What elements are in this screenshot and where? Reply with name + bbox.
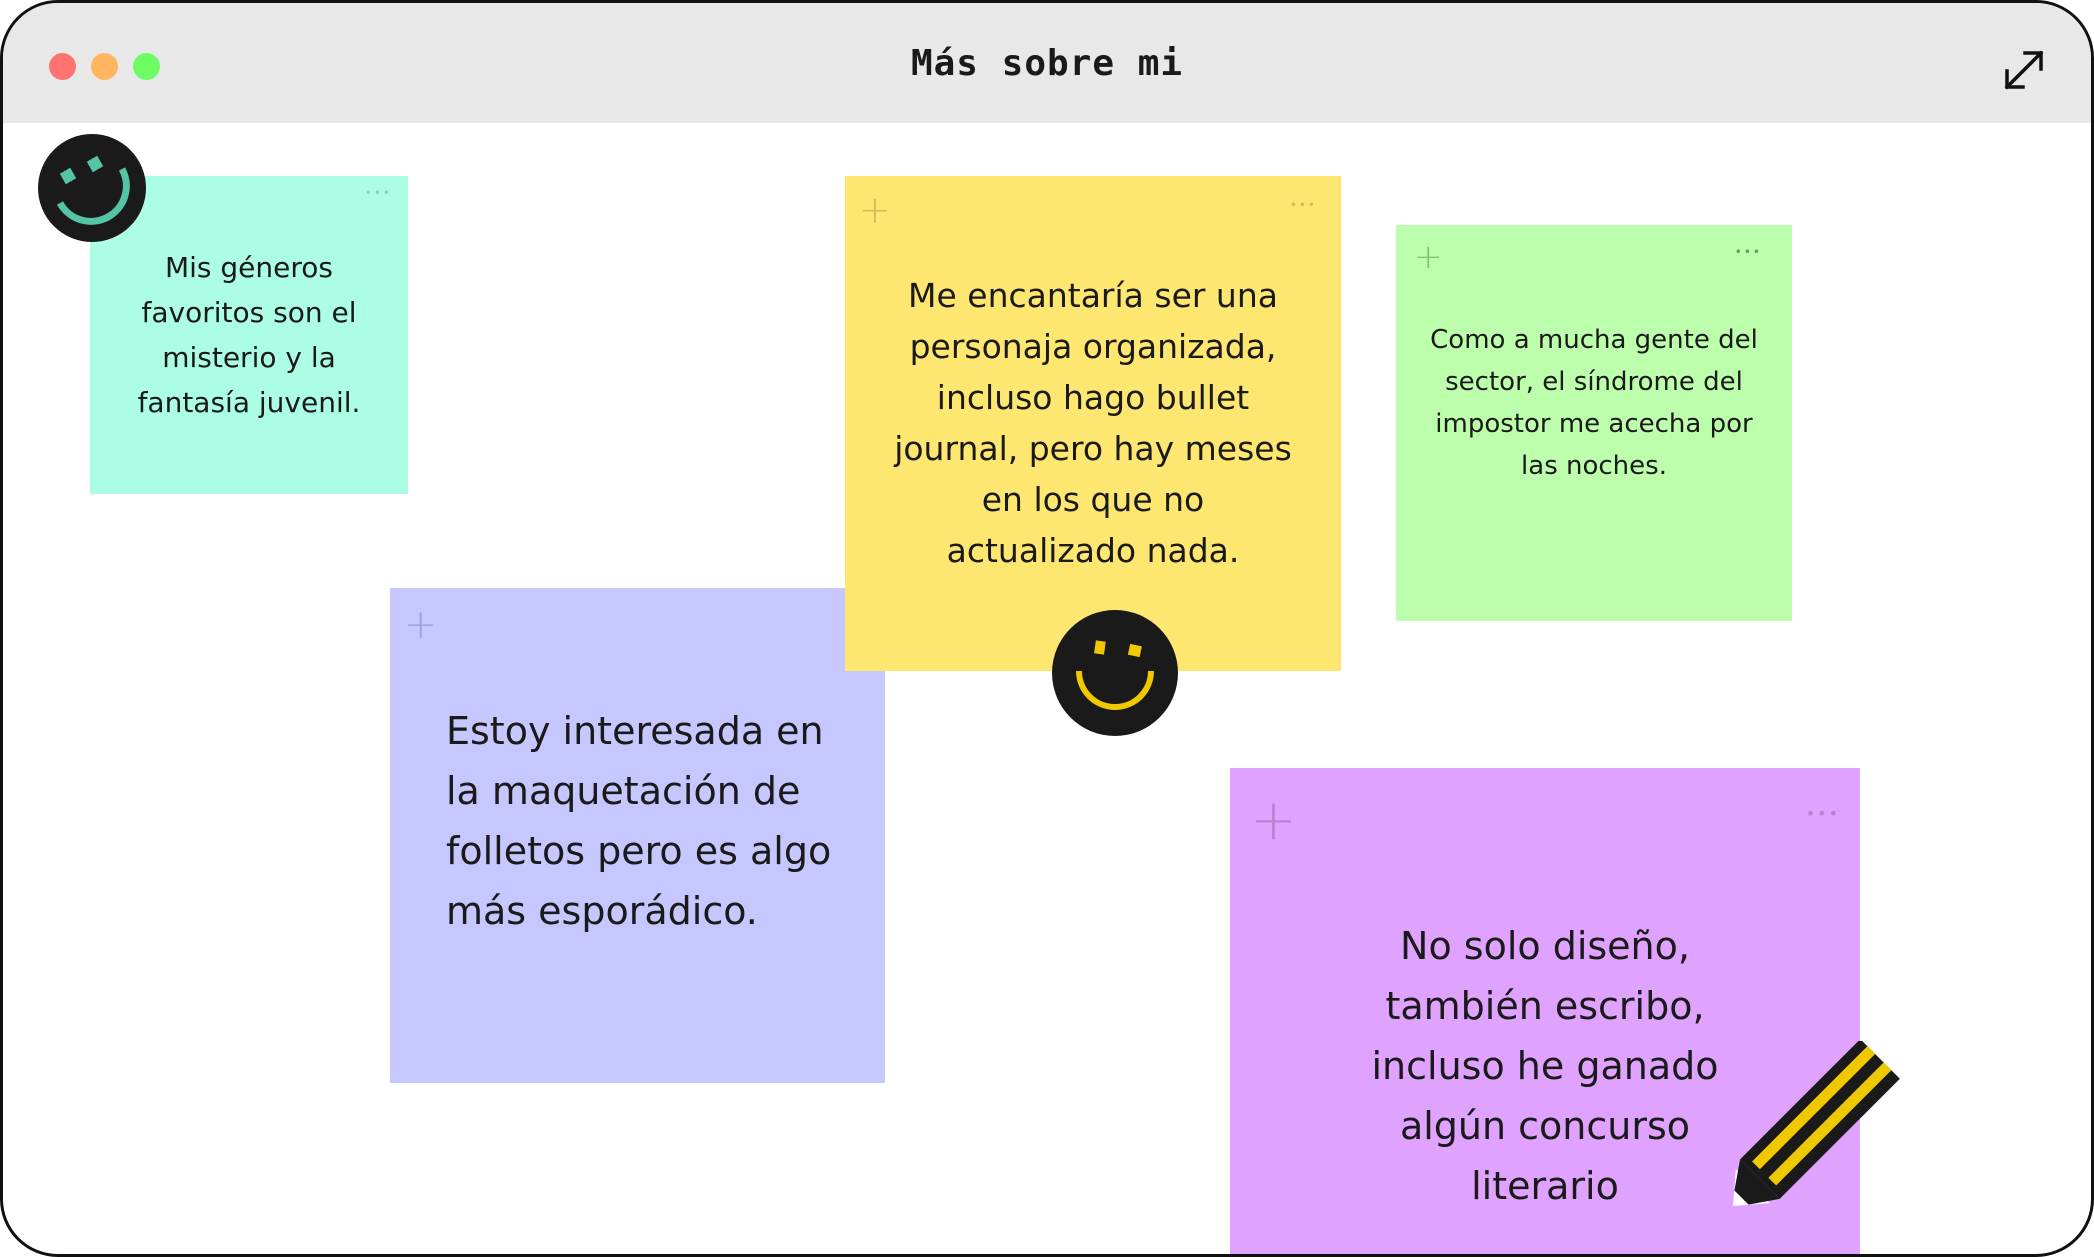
window-title: Más sobre mi <box>910 43 1184 84</box>
minimize-button[interactable] <box>91 53 118 80</box>
note-text: Estoy interesada en la maquetación de fo… <box>446 708 832 933</box>
more-options-icon[interactable]: ••• <box>1734 245 1762 259</box>
note-text: No solo diseño, también escribo, incluso… <box>1371 924 1719 1208</box>
note-text: Me encantaría ser una personaja organiza… <box>894 276 1292 570</box>
more-options-icon[interactable]: ••• <box>364 186 392 200</box>
note-text: Como a mucha gente del sector, el síndro… <box>1430 325 1758 481</box>
smiley-icon <box>38 134 146 242</box>
note-text: Mis géneros favoritos son el misterio y … <box>137 251 361 419</box>
close-button[interactable] <box>49 53 76 80</box>
pencil-icon <box>1733 1041 1900 1206</box>
more-options-icon[interactable]: ••• <box>1289 198 1317 212</box>
add-icon[interactable]: + <box>859 188 891 232</box>
sticky-note-green[interactable]: + ••• Como a mucha gente del sector, el … <box>1396 225 1792 621</box>
smiley-icon <box>1052 610 1178 736</box>
sticky-note-yellow[interactable]: + ••• Me encantaría ser una personaja or… <box>845 176 1341 671</box>
maximize-button[interactable] <box>133 53 160 80</box>
expand-icon[interactable] <box>2001 47 2047 93</box>
title-bar: Más sobre mi <box>3 3 2091 123</box>
more-options-icon[interactable]: ••• <box>1805 804 1840 823</box>
add-icon[interactable]: + <box>404 602 438 648</box>
sticky-note-mint[interactable]: ••• Mis géneros favoritos son el misteri… <box>90 176 408 494</box>
add-icon[interactable]: + <box>1250 788 1297 853</box>
add-icon[interactable]: + <box>1414 237 1443 277</box>
sticky-note-lavender[interactable]: + Estoy interesada en la maquetación de … <box>390 588 885 1083</box>
